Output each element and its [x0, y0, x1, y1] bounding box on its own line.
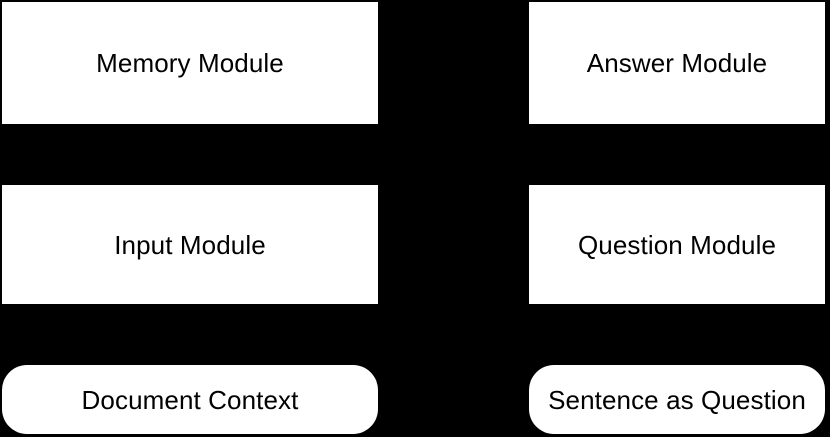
node-question-module-label: Question Module	[577, 229, 777, 260]
node-answer-module[interactable]: Answer Module	[529, 2, 825, 124]
node-input-module[interactable]: Input Module	[2, 185, 378, 304]
node-sentence-as-question-label: Sentence as Question	[548, 384, 806, 415]
node-question-module[interactable]: Question Module	[529, 185, 825, 304]
node-sentence-as-question[interactable]: Sentence as Question	[529, 365, 825, 434]
node-document-context-label: Document Context	[81, 384, 299, 415]
node-answer-module-label: Answer Module	[586, 48, 768, 78]
node-document-context[interactable]: Document Context	[2, 365, 378, 434]
node-memory-module-label: Memory Module	[96, 48, 284, 78]
node-input-module-label: Input Module	[114, 229, 266, 260]
node-memory-module[interactable]: Memory Module	[2, 2, 378, 124]
